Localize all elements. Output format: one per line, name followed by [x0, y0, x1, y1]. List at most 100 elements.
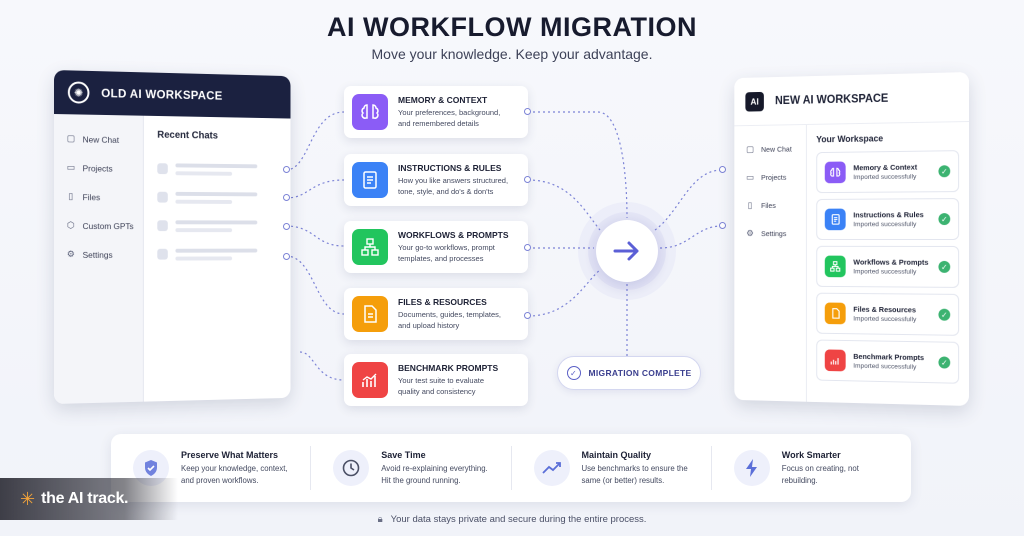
flowchart-icon — [825, 256, 846, 278]
import-item-files[interactable]: Files & ResourcesImported successfully ✓ — [816, 293, 959, 336]
import-status: Imported successfully — [853, 316, 916, 324]
nav-label: Settings — [761, 229, 786, 238]
new-main-area: Your Workspace Memory & ContextImported … — [807, 122, 969, 406]
check-circle-icon: ✓ — [567, 366, 581, 380]
old-sidebar: ▢New Chat ▭Projects ▯Files ⬡Custom GPTs … — [54, 114, 144, 404]
feature-title: Maintain Quality — [582, 450, 688, 460]
card-desc: Your preferences, background,and remembe… — [398, 108, 500, 130]
feature-desc: Avoid re-explaining everything.Hit the g… — [381, 463, 487, 486]
new-nav-settings[interactable]: ⚙ Settings — [734, 220, 806, 248]
card-benchmark-prompts: BENCHMARK PROMPTS Your test suite to eva… — [344, 354, 528, 406]
features-bar: Preserve What MattersKeep your knowledge… — [111, 434, 911, 502]
old-nav-new-chat[interactable]: ▢ New Chat — [54, 124, 143, 154]
nav-label: New Chat — [83, 134, 119, 144]
openai-logo-icon: ✺ — [68, 81, 90, 103]
connector-dot — [524, 244, 531, 251]
check-icon: ✓ — [938, 261, 950, 273]
feature-save-time: Save TimeAvoid re-explaining everything.… — [311, 446, 511, 490]
card-desc: Your test suite to evaluatequality and c… — [398, 376, 498, 398]
chat-row[interactable] — [157, 240, 277, 269]
old-nav-files[interactable]: ▯ Files — [54, 182, 143, 211]
card-desc: Documents, guides, templates,and upload … — [398, 310, 501, 332]
brain-icon — [825, 162, 846, 184]
gear-icon: ⚙ — [66, 249, 76, 260]
feature-desc: Focus on creating, notrebuilding. — [782, 463, 859, 486]
connector-dot — [719, 166, 726, 173]
spark-logo-icon: ✳ — [20, 489, 35, 510]
card-title: BENCHMARK PROMPTS — [398, 363, 498, 373]
old-nav-custom-gpts[interactable]: ⬡Custom GPTs — [54, 211, 143, 240]
new-sidebar: ▢New Chat ▭Projects ▯ Files ⚙ Settings — [734, 125, 807, 402]
import-name: Benchmark Prompts — [853, 352, 924, 362]
feature-maintain-quality: Maintain QualityUse benchmarks to ensure… — [512, 446, 712, 490]
brand-name: the AI track. — [41, 490, 128, 508]
file-icon — [825, 303, 846, 325]
clock-icon — [333, 450, 369, 486]
card-desc: Your go-to workflows, prompttemplates, a… — [398, 243, 509, 265]
card-title: WORKFLOWS & PROMPTS — [398, 230, 509, 240]
old-nav-settings[interactable]: ⚙Settings — [54, 240, 143, 269]
connector-dot — [283, 194, 290, 201]
flowchart-icon — [352, 229, 388, 265]
import-item-benchmark[interactable]: Benchmark PromptsImported successfully ✓ — [816, 340, 959, 384]
gear-icon: ⚙ — [745, 228, 754, 239]
migration-complete-badge: ✓ MIGRATION COMPLETE — [557, 356, 701, 390]
card-instructions-rules: INSTRUCTIONS & RULES How you like answer… — [344, 154, 528, 206]
connector-dot — [524, 176, 531, 183]
your-workspace-title: Your Workspace — [816, 132, 959, 144]
cube-icon: ⬡ — [66, 220, 76, 231]
brand-watermark: ✳ the AI track. — [0, 478, 178, 520]
feature-title: Preserve What Matters — [181, 450, 288, 460]
import-item-workflows[interactable]: Workflows & PromptsImported successfully… — [816, 246, 959, 288]
card-title: FILES & RESOURCES — [398, 297, 501, 307]
check-icon: ✓ — [938, 309, 950, 321]
chat-bubble-icon — [157, 220, 168, 231]
new-nav-files[interactable]: ▯ Files — [734, 191, 806, 219]
old-workspace-title: OLD AI WORKSPACE — [101, 86, 222, 103]
connector-dot — [524, 108, 531, 115]
old-workspace-panel: ✺ OLD AI WORKSPACE ▢ New Chat ▭Projects ▯… — [54, 70, 291, 404]
chart-icon — [352, 362, 388, 398]
lightning-icon — [734, 450, 770, 486]
import-status: Imported successfully — [853, 174, 917, 182]
chat-icon: ▢ — [745, 144, 754, 155]
file-icon: ▯ — [745, 200, 754, 211]
folder-icon: ▭ — [745, 172, 754, 183]
new-workspace-panel: AI NEW AI WORKSPACE ▢New Chat ▭Projects … — [734, 72, 969, 406]
nav-label: Files — [83, 192, 101, 202]
ai-logo-icon: AI — [745, 91, 764, 111]
nav-label: Files — [761, 201, 776, 210]
import-status: Imported successfully — [853, 221, 923, 228]
connector-dot — [283, 166, 290, 173]
old-nav-projects[interactable]: ▭Projects — [54, 153, 143, 183]
chat-icon: ▢ — [66, 133, 76, 144]
privacy-text: Your data stays private and secure durin… — [391, 514, 647, 525]
import-item-memory[interactable]: Memory & ContextImported successfully ✓ — [816, 150, 959, 193]
file-icon: ▯ — [66, 191, 76, 202]
feature-title: Work Smarter — [782, 450, 859, 460]
feature-title: Save Time — [381, 450, 487, 460]
new-nav-projects[interactable]: ▭Projects — [734, 163, 806, 192]
chart-icon — [825, 349, 846, 371]
connector-dot — [524, 312, 531, 319]
migration-hub — [596, 220, 658, 282]
card-workflows-prompts: WORKFLOWS & PROMPTS Your go-to workflows… — [344, 221, 528, 273]
chat-row[interactable] — [157, 183, 277, 212]
connector-dot — [283, 223, 290, 230]
new-nav-new-chat[interactable]: ▢New Chat — [734, 135, 806, 164]
nav-label: Projects — [83, 163, 113, 173]
trend-icon — [534, 450, 570, 486]
card-memory-context: MEMORY & CONTEXT Your preferences, backg… — [344, 86, 528, 138]
import-status: Imported successfully — [853, 268, 928, 275]
card-files-resources: FILES & RESOURCES Documents, guides, tem… — [344, 288, 528, 340]
chat-bubble-icon — [157, 163, 168, 174]
brain-icon — [352, 94, 388, 130]
card-title: INSTRUCTIONS & RULES — [398, 163, 508, 173]
import-name: Memory & Context — [853, 163, 917, 173]
migration-label: MIGRATION COMPLETE — [589, 368, 692, 378]
chat-row[interactable] — [157, 154, 277, 184]
chat-row[interactable] — [157, 211, 277, 240]
import-item-instructions[interactable]: Instructions & RulesImported successfull… — [816, 198, 959, 240]
old-workspace-header: ✺ OLD AI WORKSPACE — [54, 70, 291, 119]
chat-bubble-icon — [157, 192, 168, 203]
